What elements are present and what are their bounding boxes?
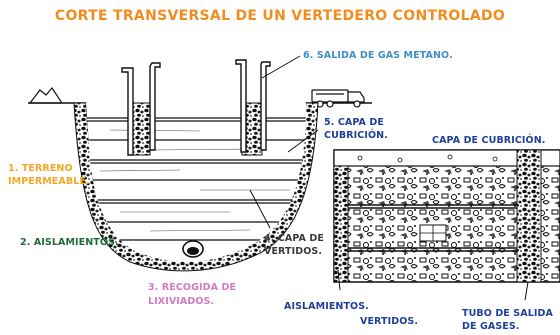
label-terrain-line2: IMPERMEABLE. <box>8 176 90 187</box>
label-insulation: 2. AISLAMIENTOS. <box>20 237 119 248</box>
label-terrain-line1: 1. TERRENO <box>8 163 73 174</box>
label-cover-layer-line1: 5. CAPA DE <box>324 117 384 128</box>
label-detail-tube-line2: DE GASES. <box>462 321 520 332</box>
label-detail-cover: CAPA DE CUBRICIÓN. <box>432 135 546 146</box>
truck-icon <box>311 89 365 108</box>
label-detail-tube-line1: TUBO DE SALIDA <box>462 308 553 319</box>
label-waste-line1: 4. CAPA DE <box>264 233 324 244</box>
label-leachate-line2: LIXIVIADOS. <box>148 296 215 307</box>
label-gas-outlet: 6. SALIDA DE GAS METANO. <box>303 50 453 61</box>
gas-pipes <box>121 59 271 156</box>
detail-view <box>333 149 560 301</box>
label-leachate-line1: 3. RECOGIDA DE <box>148 282 237 293</box>
label-cover-layer-line2: CUBRICIÓN. <box>324 130 388 141</box>
leader-lines <box>249 55 319 229</box>
label-waste-line2: VERTIDOS. <box>264 246 323 257</box>
label-detail-waste: VERTIDOS. <box>360 316 419 327</box>
hill <box>28 87 64 104</box>
diagram-title: CORTE TRANSVERSAL DE UN VERTEDERO CONTRO… <box>54 8 506 24</box>
label-detail-insulation: AISLAMIENTOS. <box>284 301 369 312</box>
